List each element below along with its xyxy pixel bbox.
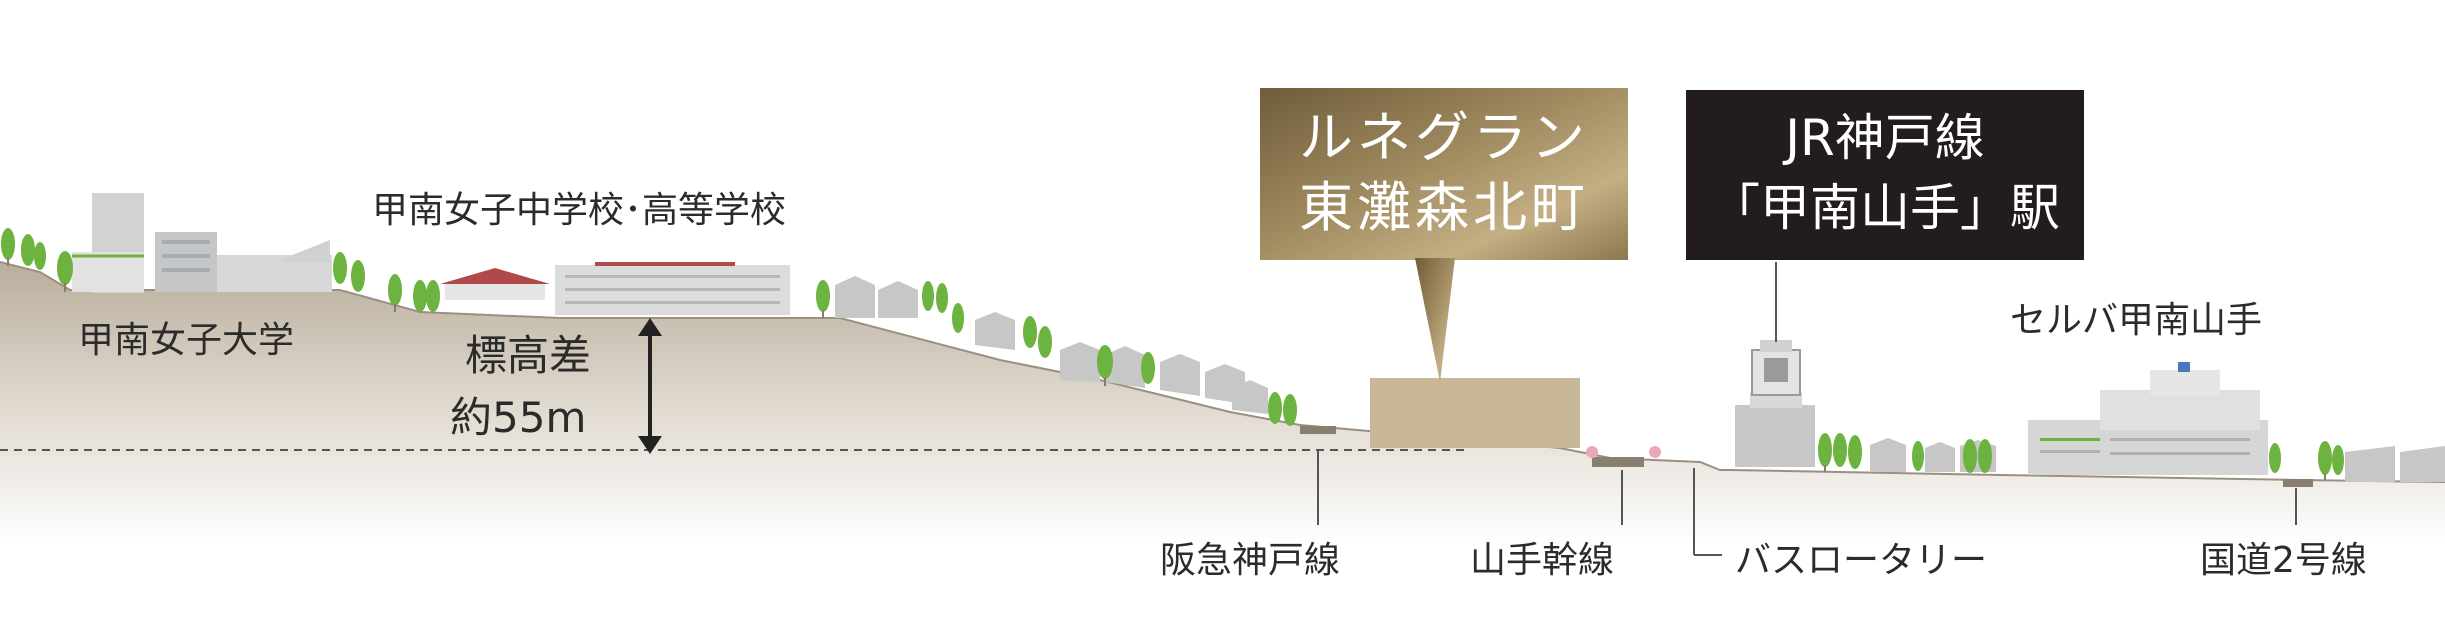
- trees: [1, 228, 2344, 475]
- konan-univ-buildings: [72, 193, 332, 293]
- konan-school-buildings: [440, 262, 790, 315]
- property-callout-line2: 東灘森北町: [1299, 176, 1589, 239]
- property-callout-line1: ルネグラン: [1299, 106, 1589, 169]
- station-callout-line2: 「甲南山手」駅: [1710, 179, 2060, 237]
- station-callout: [1686, 90, 2084, 260]
- label-yamate-road: 山手幹線: [1470, 540, 1614, 581]
- label-konan-univ: 甲南女子大学: [78, 320, 294, 361]
- label-hankyu: 阪急神戸線: [1160, 540, 1340, 581]
- label-elevation-diff-line1: 標高差: [465, 331, 591, 380]
- cherry-blossoms: [1586, 446, 1661, 458]
- hankyu-track: [1300, 426, 1336, 434]
- label-route2: 国道2号線: [2200, 540, 2367, 581]
- seruba-building: [2028, 362, 2268, 475]
- label-elevation-diff-line2: 約55m: [450, 393, 586, 442]
- station-callout-line1: JR神戸線: [1782, 109, 1985, 167]
- property-building-upper: [1495, 378, 1580, 384]
- property-callout: [1260, 88, 1628, 382]
- route2-cut: [2283, 479, 2313, 487]
- tree-trunks: [7, 258, 2326, 480]
- label-seruba: セルバ甲南山手: [2010, 300, 2262, 341]
- leader-lines: [1317, 262, 2297, 556]
- elevation-arrow: [638, 318, 662, 454]
- label-konan-school: 甲南女子中学校･高等学校: [372, 190, 786, 231]
- ground-surface-line: [0, 261, 2445, 483]
- station-building: [1735, 340, 1815, 467]
- property-building: [1370, 378, 1580, 448]
- label-bus-rotary: バスロータリー: [1735, 540, 1987, 581]
- houses-upper: [835, 276, 1268, 414]
- yamate-road-cut: [1592, 457, 1644, 467]
